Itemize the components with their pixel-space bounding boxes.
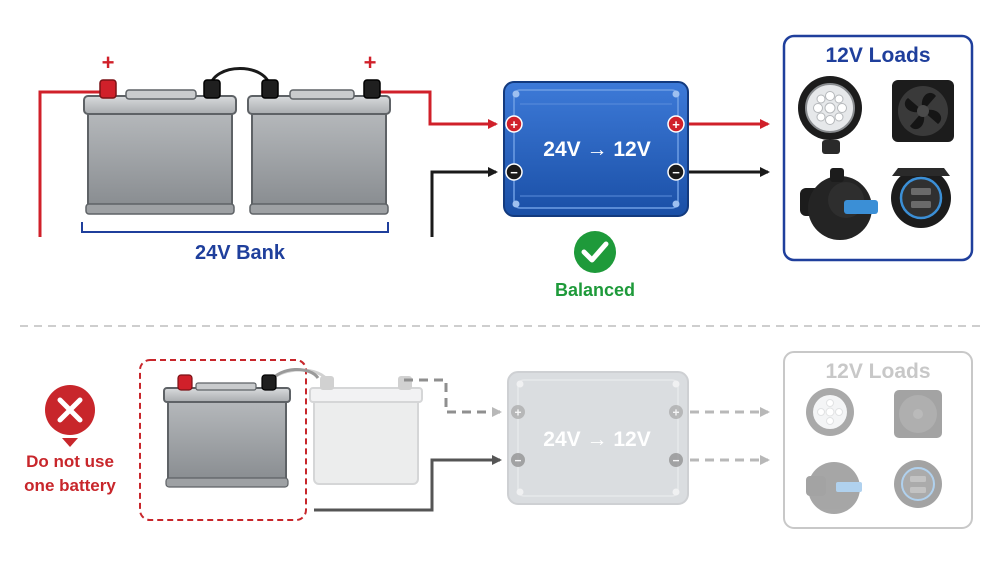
- svg-text:−: −: [514, 454, 521, 468]
- svg-text:+: +: [510, 117, 518, 132]
- battery-icon: [247, 79, 391, 215]
- positive-sign-right: +: [364, 50, 377, 75]
- battery-icon: [163, 374, 291, 488]
- work-light-icon: [798, 76, 862, 154]
- fan-icon: [892, 80, 954, 142]
- fan-icon: [894, 390, 942, 438]
- work-light-icon: [806, 388, 854, 436]
- svg-text:−: −: [672, 454, 679, 468]
- usb-socket-icon: [894, 460, 942, 508]
- converter-output-negative-terminal-faded: −: [669, 453, 683, 468]
- converter-input-negative-terminal-faded: −: [511, 453, 525, 468]
- loads-title: 12V Loads: [825, 44, 931, 67]
- svg-text:+: +: [514, 406, 521, 420]
- bank-brace: [81, 222, 389, 233]
- converter-input-positive-terminal-faded: +: [511, 405, 525, 420]
- single-battery-highlight: [139, 359, 307, 521]
- converter-input-positive-terminal: +: [505, 115, 523, 133]
- loads-panel-faded: [783, 351, 973, 529]
- status-label: Balanced: [554, 280, 636, 300]
- negative-wire-to-converter: [430, 167, 498, 237]
- loads-panel: [782, 34, 974, 262]
- converter-input-negative-terminal: −: [505, 163, 523, 181]
- svg-text:−: −: [510, 165, 518, 180]
- converter-box: [507, 371, 689, 505]
- check-circle-icon: [574, 231, 616, 273]
- battery-icon: [309, 376, 423, 485]
- negative-wire-to-converter-bottom: [314, 455, 502, 512]
- converter-output-negative-terminal: −: [667, 163, 685, 181]
- converter-output-positive-terminal: +: [667, 115, 685, 133]
- positive-wire-to-converter: [372, 90, 498, 129]
- bank-label: 24V Bank: [194, 242, 286, 264]
- positive-wire-left: [38, 90, 108, 237]
- loads-title-faded: 12V Loads: [825, 360, 931, 383]
- usb-socket-icon: [891, 168, 951, 228]
- warning-text-line2: one battery: [24, 476, 116, 495]
- battery-icon: [83, 79, 237, 215]
- error-x-icon: [45, 385, 95, 447]
- svg-text:−: −: [672, 165, 680, 180]
- faded-positive-wire-to-converter: [404, 378, 502, 417]
- water-pump-icon: [800, 168, 878, 240]
- svg-text:+: +: [672, 117, 680, 132]
- converter-output-positive-terminal-faded: +: [669, 405, 683, 420]
- warning-text-line1: Do not use: [26, 452, 114, 471]
- positive-sign-left: +: [102, 50, 115, 75]
- water-pump-icon: [806, 462, 862, 514]
- svg-text:+: +: [672, 406, 679, 420]
- converter-label: 24V → 12V: [543, 138, 651, 161]
- converter-label-faded: 24V → 12V: [543, 428, 651, 451]
- converter-box: [503, 81, 689, 217]
- faded-series-link-wire: [268, 368, 330, 383]
